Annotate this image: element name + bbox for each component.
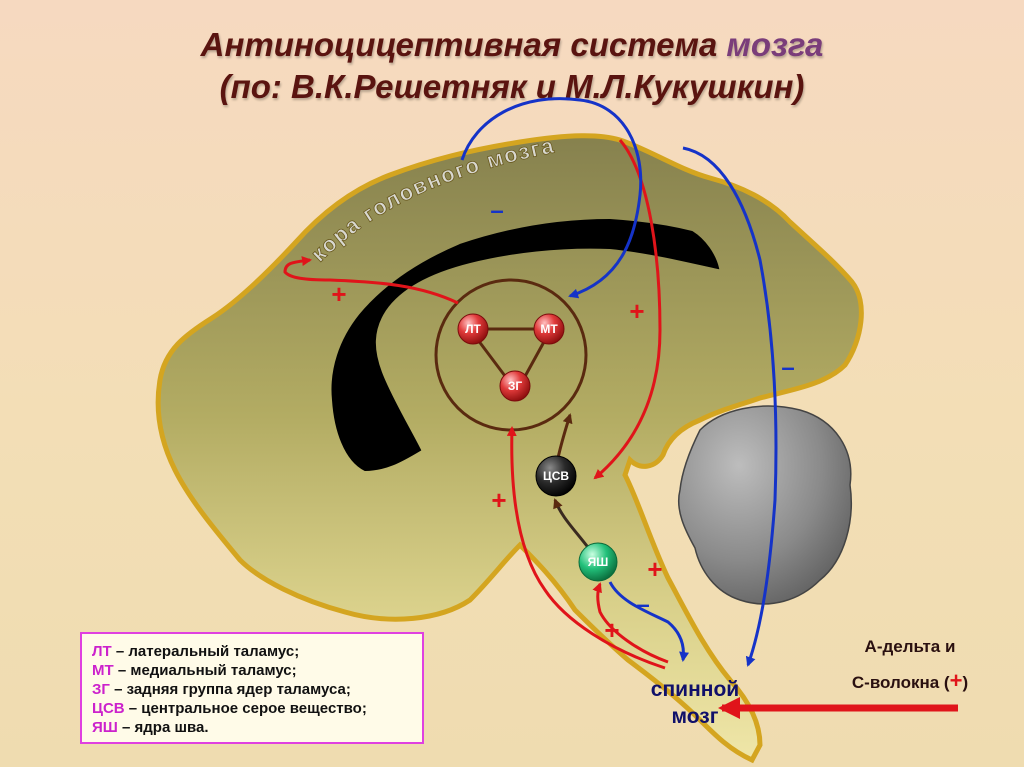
arrow-csv-to-thalamus: [556, 413, 573, 459]
fibers-plus: +: [949, 668, 963, 693]
fibers-label: А-дельта и С-волокна (+): [800, 630, 1020, 700]
legend-item-lt: ЛТ – латеральный таламус;: [92, 643, 300, 660]
title-line1-part1: Антиноцицептивная система: [200, 26, 718, 63]
link-mt-zg: [521, 339, 547, 381]
minus-sign-descending: –: [781, 354, 794, 381]
red-arrow-spine-to-thalamus: [506, 426, 666, 670]
fibers-line2-text: С-волокна (: [851, 673, 950, 692]
node-lt[interactable]: ЛТ: [457, 313, 489, 345]
node-zg[interactable]: ЗГ: [499, 370, 531, 402]
spinal-cord-line1: спинной: [650, 678, 740, 701]
node-yash-label: ЯШ: [588, 555, 609, 569]
spinal-cord-label: спинной мозг: [630, 676, 760, 730]
red-arrow-spine-to-yash: [592, 582, 669, 664]
node-mt-label: МТ: [540, 322, 558, 336]
plus-sign-yash-path: +: [604, 615, 619, 645]
legend-item-yash: ЯШ – ядра шва.: [92, 719, 209, 736]
node-yash[interactable]: ЯШ: [578, 542, 618, 582]
title-line1-part2: мозга: [726, 26, 824, 63]
node-mt[interactable]: МТ: [533, 313, 565, 345]
node-csv-label: ЦСВ: [543, 469, 569, 483]
brain-outline: [155, 133, 864, 764]
link-lt-zg: [476, 339, 510, 381]
blue-arrow-cortex-to-spine: [682, 146, 778, 667]
spinal-cord-line2: мозг: [671, 705, 719, 728]
slide-title: Антиноцицептивная система мозга (по: В.К…: [0, 24, 1024, 108]
plus-sign-spine-upper: +: [647, 554, 662, 584]
red-arrow-thalamus-to-cortex: [283, 256, 459, 305]
fibers-close: ): [962, 673, 969, 692]
plus-sign-thalamus-path: +: [491, 485, 506, 515]
cerebellum: [678, 405, 852, 605]
node-zg-label: ЗГ: [508, 379, 523, 393]
node-lt-label: ЛТ: [465, 322, 481, 336]
plus-sign-csv-path: +: [629, 296, 644, 326]
legend-item-zg: ЗГ – задняя группа ядер таламуса;: [92, 681, 351, 698]
fibers-line1: А-дельта и: [864, 637, 956, 656]
legend-box: ЛТ – латеральный таламус; МТ – медиальны…: [80, 632, 424, 744]
minus-sign-cortex: –: [490, 197, 503, 224]
legend-item-mt: МТ – медиальный таламус;: [92, 662, 297, 679]
arrow-yash-to-csv: [553, 498, 592, 551]
plus-sign-cortex: +: [331, 279, 346, 309]
node-csv[interactable]: ЦСВ: [535, 455, 577, 497]
corpus-callosum: [331, 218, 720, 472]
legend-item-csv: ЦСВ – центральное серое вещество;: [92, 700, 367, 717]
minus-sign-yash: –: [636, 591, 649, 618]
title-line2: (по: В.К.Решетняк и М.Л.Кукушкин): [219, 68, 805, 105]
blue-arrow-yash-to-spine: [608, 581, 690, 662]
fibers-line2: С-волокна (+): [800, 664, 1020, 700]
blue-arrow-cortex-to-thalamus: [460, 97, 643, 299]
